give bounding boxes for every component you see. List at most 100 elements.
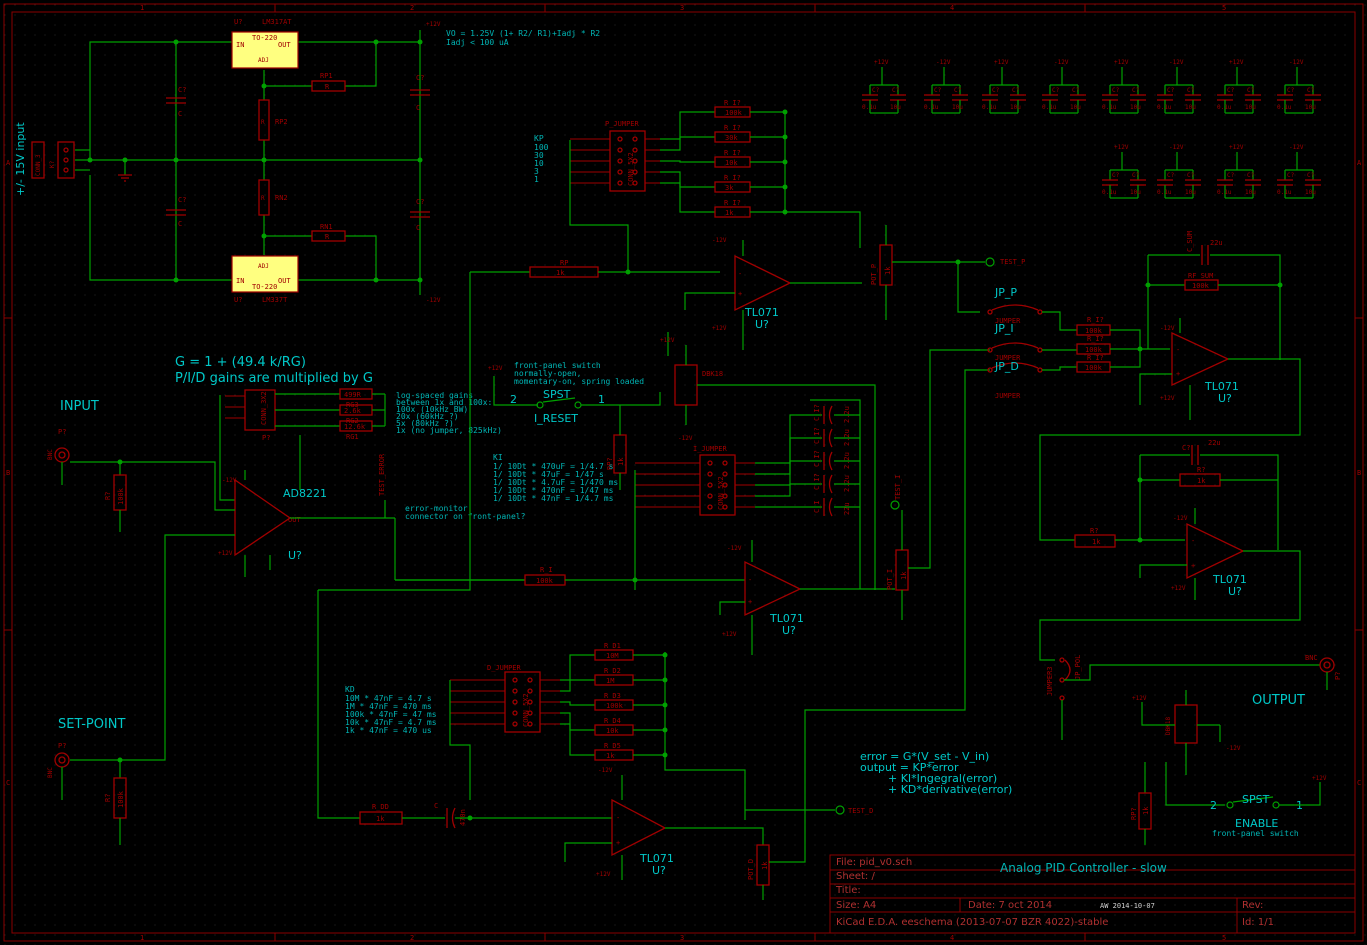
ina-ref: U? — [288, 549, 302, 562]
opamp-sum-ref: U? — [1218, 392, 1232, 405]
input-label: INPUT — [60, 399, 99, 414]
regulator-formula-2: Iadj < 100 uA — [446, 38, 509, 47]
jp-p-label: JP_P — [994, 286, 1017, 299]
opamp-sum-vpos: +12V — [1160, 395, 1175, 402]
col-label-1-bottom: 1 — [140, 934, 144, 942]
decoupling-supply-8: +12V — [1114, 144, 1129, 151]
opamp-out-vneg: -12V — [1173, 515, 1188, 522]
enable-switch-vpos: +12V — [1312, 775, 1327, 782]
decoupling-val-a-6: 0.1u — [1217, 104, 1232, 111]
opamp-out-part: TL071 — [1212, 573, 1247, 586]
rg-resistor-val-2: 12.6k — [344, 423, 366, 431]
decoupling-ref-b-11: C? — [1307, 172, 1315, 179]
sum-r3-val: 100k — [1085, 364, 1103, 372]
ki-val-2: 1/ 10Dt * 4.7uF = 1/470 ms — [493, 478, 618, 487]
opamp-sum-minus: - — [1176, 346, 1180, 354]
pot-p-label: POT_P — [870, 264, 878, 285]
tb-kicad: KiCad E.D.A. eeschema (2013-07-07 BZR 40… — [836, 917, 1108, 928]
kp-val-4: 1 — [534, 175, 539, 184]
rf-sum-label: RF_SUM — [1188, 272, 1213, 280]
i-ri-val: 100k — [536, 577, 554, 585]
decoupling-ref-a-5: C? — [1167, 87, 1175, 94]
i-reset-switch[interactable] — [536, 401, 544, 409]
output-relay-part: DBK18 — [1165, 717, 1172, 735]
pot-i-label: POT_I — [886, 569, 894, 590]
row-label-c: C — [6, 779, 10, 787]
tb-id: Id: 1/1 — [1242, 917, 1274, 928]
opamp-sum-plus: + — [1176, 370, 1180, 378]
i-switch-vpos: +12V — [488, 365, 503, 372]
output-rp-ref: RP? — [1130, 807, 1138, 820]
ki-val-1: 1/ 10Dt * 47uF = 1/47 s — [493, 470, 604, 479]
tb-rev-note: AW 2014-10-07 — [1100, 902, 1155, 910]
supply-pos-label: +12V — [426, 21, 441, 28]
setpoint-label: SET-POINT — [58, 717, 126, 732]
decoupling-ref-b-0: C? — [892, 87, 900, 94]
out-c-ref: C? — [1182, 444, 1190, 452]
decoupling-ref-a-7: C? — [1287, 87, 1295, 94]
i-cap-ref-1: C_I? — [813, 427, 821, 444]
opamp-d-part: TL071 — [639, 852, 674, 865]
opamp-out — [1186, 522, 1245, 580]
tb-rev-label: Rev: — [1242, 900, 1263, 911]
enable-switch-label: ENABLE — [1235, 817, 1278, 830]
opamp-out-ref: U? — [1228, 585, 1242, 598]
opamp-i-plus: + — [748, 598, 752, 606]
col-label-1: 1 — [140, 4, 144, 12]
i-cap-val-4: 22u — [843, 502, 851, 515]
rp2-ref: RP2 — [275, 118, 288, 126]
setpoint-ref: P? — [58, 742, 66, 750]
kp-title: KP — [534, 134, 544, 143]
cap-ps1-val: C — [178, 110, 182, 118]
lm337-pin-in: IN — [236, 277, 244, 285]
input-section: INPUT P? BNC R? 100k — [47, 399, 127, 532]
summing-section: JP_P JUMPER JP_I JUMPER JP_D JUMPER R_I?… — [957, 231, 1301, 541]
decoupling-val-a-2: 0.1u — [982, 104, 997, 111]
decoupling-ref-a-10: C? — [1227, 172, 1235, 179]
out-rin-ref: R? — [1090, 527, 1098, 535]
p-resistor-ref-1: R_I? — [724, 124, 741, 132]
input-connector — [57, 141, 75, 179]
enable-switch-note: front-panel switch — [1212, 829, 1299, 838]
i-cap-ref-2: C_I? — [813, 450, 821, 467]
pot-i-val: 1k — [900, 571, 908, 580]
equation-1: output = KP*error — [860, 761, 959, 774]
kp-val-0: 100 — [534, 143, 549, 152]
i-section: front-panel switch normally-open, moment… — [395, 332, 980, 655]
col-label-3: 3 — [680, 4, 684, 12]
opamp-i-vneg: -12V — [727, 545, 742, 552]
pot-p-val: 1k — [884, 266, 892, 275]
opamp-d-minus: - — [616, 814, 620, 822]
i-switch-pin2: 2 — [510, 393, 517, 406]
opamp-sum — [1171, 331, 1230, 387]
d-resistor-val-2: 100k — [606, 702, 624, 710]
equation-2: + KI*Ingegral(error) — [888, 772, 997, 785]
decoupling-val-b-0: 10u — [890, 104, 901, 111]
resistor-rn1 — [311, 230, 346, 242]
test-i-label: TEST_I — [894, 475, 902, 500]
lm337-ref: U? — [234, 296, 242, 304]
rg-note-2: 100x (10kHz BW) — [396, 405, 468, 414]
jp-p-type: JUMPER — [995, 317, 1021, 325]
col-label-5: 5 — [1222, 4, 1226, 12]
p-resistor-ref-3: R_I? — [724, 174, 741, 182]
opamp-p-plus: + — [738, 290, 742, 298]
input-supply-label: +/- 15V input — [14, 122, 27, 196]
enable-switch[interactable] — [1226, 801, 1234, 809]
p-jumper-conn-type: CONN_5X2 — [627, 152, 635, 186]
tb-title: Analog PID Controller - slow — [1000, 861, 1167, 875]
opamp-d — [611, 798, 667, 857]
row-label-c-right: C — [1357, 779, 1361, 787]
i-rp-val: 1k — [617, 457, 625, 466]
test-p-point — [985, 257, 995, 267]
kd-val-1: 1M * 47nF = 470 ms — [345, 702, 432, 711]
rg-note-4: 5x (80kHz ?) — [396, 419, 454, 428]
decoupling-val-a-7: 0.1u — [1277, 104, 1292, 111]
decoupling-val-a-8: 0.1u — [1102, 189, 1117, 196]
rg-note-0: log-spaced gains — [396, 391, 473, 400]
d-resistor-ref-2: R_D3 — [604, 692, 621, 700]
d-resistor-ref-0: R_D1 — [604, 642, 621, 650]
opamp-d-plus: + — [616, 839, 620, 847]
setpoint-section: SET-POINT P? BNC R? 100k — [47, 717, 127, 845]
i-rp-ref: RP? — [606, 457, 614, 470]
